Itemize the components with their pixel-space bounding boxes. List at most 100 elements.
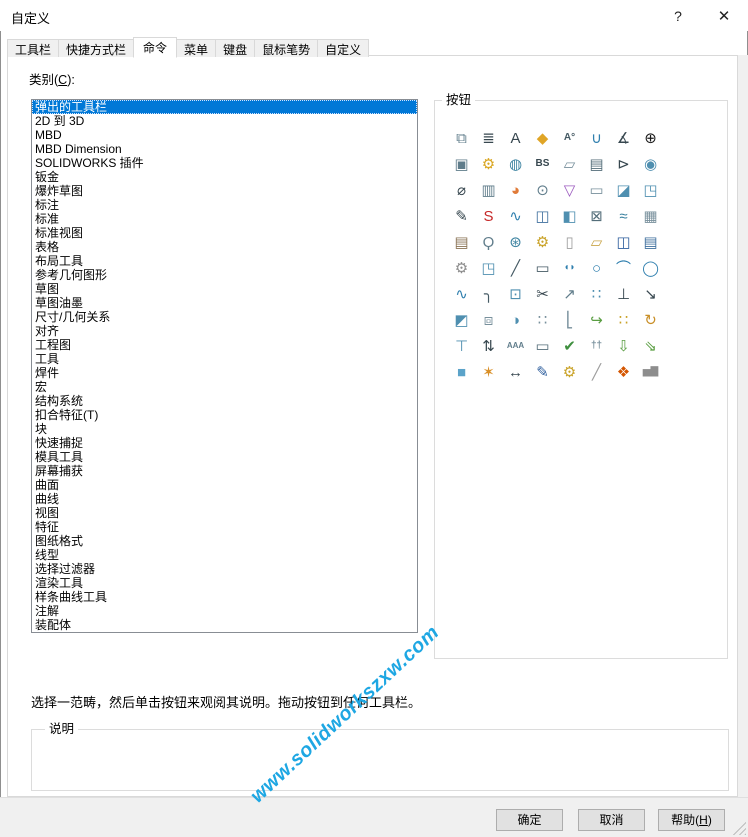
tab-customizations[interactable]: 自定义 xyxy=(317,39,370,57)
magic-wand-icon[interactable]: ✶ xyxy=(482,363,495,381)
origin-icon[interactable]: ⊕ xyxy=(644,129,657,147)
save-sketch-icon[interactable]: ◫ xyxy=(535,207,550,225)
cascade-steps-icon[interactable]: ⇘ xyxy=(644,337,657,355)
category-item[interactable]: MBD Dimension xyxy=(35,142,122,156)
arc-icon[interactable]: ⌒ xyxy=(615,259,631,277)
category-item[interactable]: 屏幕捕获 xyxy=(35,464,84,478)
cancel-button[interactable]: 取消 xyxy=(578,809,645,831)
help-button[interactable]: 帮助(H) xyxy=(658,809,725,831)
category-item[interactable]: 工程图 xyxy=(35,338,72,352)
horizontal-dimension-icon[interactable]: ↔ xyxy=(508,363,523,381)
table-icon[interactable]: ▦ xyxy=(643,207,658,225)
tab-keyboard[interactable]: 键盘 xyxy=(215,39,256,57)
category-item[interactable]: 布局工具 xyxy=(35,254,84,268)
verify-check-icon[interactable]: ✔ xyxy=(563,337,576,355)
solid-cube-icon[interactable]: ■ xyxy=(456,363,467,381)
smart-fastener-icon[interactable]: ⚙ xyxy=(481,155,496,173)
circle-icon[interactable]: ○ xyxy=(591,259,602,277)
tab-shortcut-bars[interactable]: 快捷方式栏 xyxy=(58,39,135,57)
category-item[interactable]: 宏 xyxy=(35,380,48,394)
filter-icon[interactable]: ▽ xyxy=(563,181,576,199)
search-icon[interactable]: Ϙ xyxy=(482,233,495,251)
isometric-cube-icon[interactable]: ◩ xyxy=(454,311,469,329)
plane-icon[interactable]: ▱ xyxy=(563,155,576,173)
ink-pen-icon[interactable]: ✎ xyxy=(536,363,549,381)
monitor-icon[interactable]: ▭ xyxy=(535,337,550,355)
box-cube-icon[interactable]: ⊡ xyxy=(509,285,522,303)
category-item[interactable]: 模具工具 xyxy=(35,450,84,464)
category-item[interactable]: 特征 xyxy=(35,520,60,534)
note-icon[interactable]: A° xyxy=(563,132,576,143)
run-macro-icon[interactable]: ⊳ xyxy=(617,155,630,173)
style-spline-icon[interactable]: ∿ xyxy=(455,285,468,303)
export-down-icon[interactable]: ⇩ xyxy=(617,337,630,355)
pattern-icon[interactable]: ∷ xyxy=(537,311,548,329)
category-item[interactable]: 爆炸草图 xyxy=(35,184,84,198)
shaded-cube-icon[interactable]: ◑ xyxy=(510,311,521,329)
tab-commands[interactable]: 命令 xyxy=(133,37,178,58)
realview-sphere-icon[interactable]: ◕ xyxy=(510,181,521,199)
rotate-view-icon[interactable]: ◍ xyxy=(508,155,523,173)
category-item[interactable]: 视图 xyxy=(35,506,60,520)
appearance-icon[interactable]: ▤ xyxy=(589,155,604,173)
titlebar-help-button[interactable]: ? xyxy=(655,0,701,31)
line-icon[interactable]: ╱ xyxy=(510,259,521,277)
titlebar[interactable]: 自定义 ? ✕ xyxy=(0,0,748,31)
options-gear-icon[interactable]: ⚙ xyxy=(454,259,469,277)
print-icon[interactable]: ▤ xyxy=(643,233,658,251)
ruler-icon[interactable]: ╱ xyxy=(591,363,602,381)
spline-icon[interactable]: ∿ xyxy=(509,207,522,225)
extrude-icon[interactable]: ◉ xyxy=(643,155,658,173)
framed-view-icon[interactable]: ⧈ xyxy=(483,311,494,329)
corner-fillet-icon[interactable]: ╮ xyxy=(483,285,494,303)
trim-icon[interactable]: ✂ xyxy=(536,285,549,303)
tab-mouse-gestures[interactable]: 鼠标笔势 xyxy=(254,39,319,57)
category-item[interactable]: 尺寸/几何关系 xyxy=(35,310,111,324)
open-folder-icon[interactable]: ▱ xyxy=(590,233,603,251)
swap-arrows-icon[interactable]: ⇅ xyxy=(482,337,495,355)
text-style-icon[interactable]: BS xyxy=(535,158,550,169)
category-item[interactable]: 曲面 xyxy=(35,478,60,492)
angle-measure-icon[interactable]: ∡ xyxy=(616,129,631,147)
fastener-gear-icon[interactable]: ⚙ xyxy=(562,363,577,381)
category-item[interactable]: 2D 到 3D xyxy=(35,114,85,128)
spline-u-icon[interactable]: ∪ xyxy=(591,129,602,147)
animation-strip-icon[interactable]: ▥ xyxy=(481,181,496,199)
camera-icon[interactable]: ⊙ xyxy=(536,181,549,199)
extend-icon[interactable]: ↗ xyxy=(563,285,576,303)
category-item[interactable]: 对齐 xyxy=(35,324,60,338)
category-item[interactable]: 弹出的工具栏 xyxy=(32,100,417,114)
tab-menus[interactable]: 菜单 xyxy=(176,39,217,57)
linear-pattern-icon[interactable]: ∷ xyxy=(591,285,602,303)
category-item[interactable]: 钣金 xyxy=(35,170,60,184)
perimeter-circle-icon[interactable]: ◯ xyxy=(642,259,659,277)
sketch-picture-icon[interactable]: ▣ xyxy=(454,155,469,173)
save-icon[interactable]: ◫ xyxy=(616,233,631,251)
category-item[interactable]: 标准 xyxy=(35,212,60,226)
corner-grid-icon[interactable]: ◳ xyxy=(481,259,496,277)
cube-top-icon[interactable]: ⊤ xyxy=(454,337,469,355)
tab-toolbars[interactable]: 工具栏 xyxy=(7,39,60,57)
freehand-pen-icon[interactable]: ✎ xyxy=(455,207,468,225)
category-item[interactable]: 标准视图 xyxy=(35,226,84,240)
sketch-grid-icon[interactable]: ◳ xyxy=(643,181,658,199)
category-item[interactable]: MBD xyxy=(35,128,62,142)
category-item[interactable]: SOLIDWORKS 插件 xyxy=(35,156,144,170)
design-library-icon[interactable]: ▤ xyxy=(454,233,469,251)
category-item[interactable]: 扣合特征(T) xyxy=(35,408,99,422)
delete-frame-icon[interactable]: ⊠ xyxy=(590,207,603,225)
titlebar-close-button[interactable]: ✕ xyxy=(701,0,747,31)
category-item[interactable]: 参考几何图形 xyxy=(35,268,108,282)
statistics-icon[interactable]: ▅▇ xyxy=(642,366,659,377)
replace-icon[interactable]: ↻ xyxy=(644,311,657,329)
measure-circle-icon[interactable]: ⌀ xyxy=(456,181,467,199)
diagonal-dimension-icon[interactable]: ↘ xyxy=(644,285,657,303)
section-cube-icon[interactable]: ◪ xyxy=(616,181,631,199)
addins-gear-icon[interactable]: ⚙ xyxy=(535,233,550,251)
orientation-cube-icon[interactable]: ⧉ xyxy=(456,129,467,147)
category-item[interactable]: 曲线 xyxy=(35,492,60,506)
sketch-pattern-icon[interactable]: ∷ xyxy=(618,311,629,329)
fasteners-icon[interactable]: †† xyxy=(590,340,603,351)
slot-icon[interactable]: ◖◗ xyxy=(563,262,576,273)
category-item[interactable]: 快速捕捉 xyxy=(35,436,84,450)
